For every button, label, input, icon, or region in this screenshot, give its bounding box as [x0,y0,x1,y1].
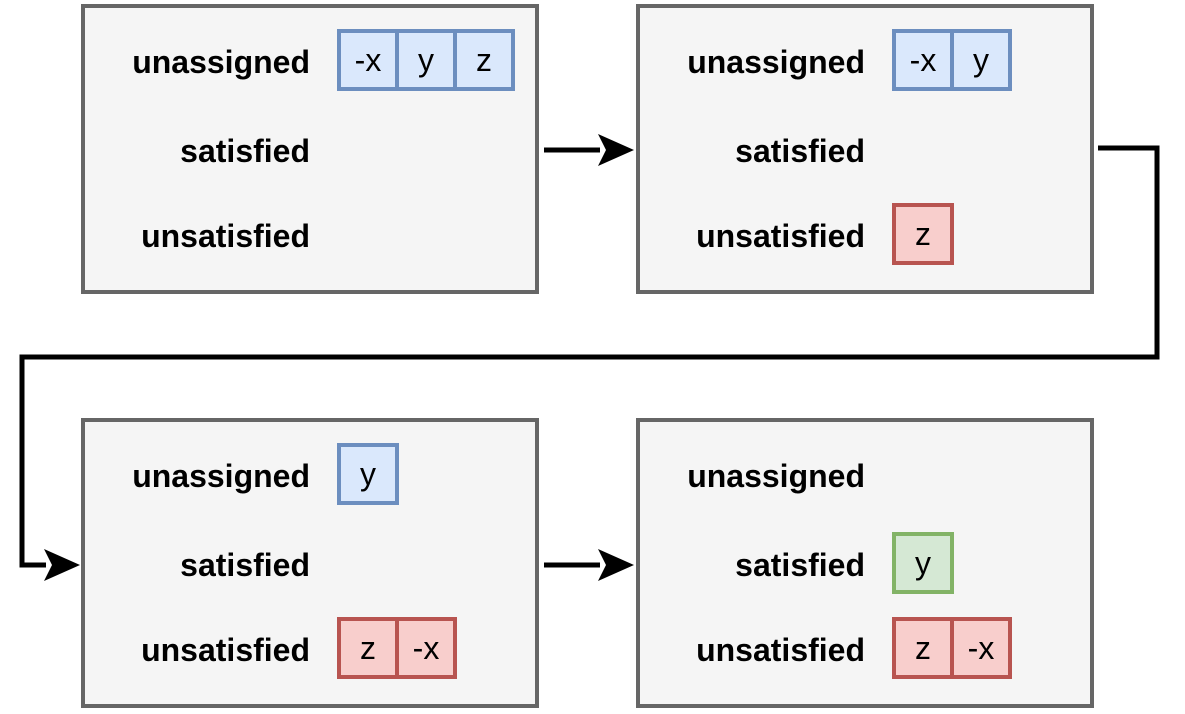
literal-cell: y [337,443,399,505]
unsatisfied-label: unsatisfied [141,218,310,254]
arrowhead-icon [598,134,634,166]
literal-cell: z [337,617,399,679]
arrow-state-2-to-state-3 [19,145,1160,581]
unassigned-literals: -x y [892,29,1012,95]
unassigned-row: unassigned y [85,443,535,509]
satisfied-label: satisfied [735,133,865,169]
unsatisfied-label: unsatisfied [696,218,865,254]
literal-cell: z [892,203,954,265]
unassigned-label: unassigned [687,44,865,80]
satisfied-row: satisfied y [640,532,1090,598]
arrowhead-icon [44,549,80,581]
unsatisfied-row: unsatisfied z -x [85,617,535,683]
literal-cell: y [892,532,954,594]
unsatisfied-label: unsatisfied [141,632,310,668]
satisfied-label: satisfied [180,547,310,583]
literal-cell: y [950,29,1012,91]
arrowhead-icon [598,549,634,581]
unassigned-label: unassigned [132,44,310,80]
unsatisfied-label: unsatisfied [696,632,865,668]
satisfied-row: satisfied [85,118,535,184]
satisfied-row: satisfied [85,532,535,598]
unassigned-literals: -x y z [337,29,515,95]
unassigned-row: unassigned -x y [640,29,1090,95]
literal-cell: -x [950,617,1012,679]
state-box-1: unassigned -x y z satisfied unsatisfied [81,4,539,294]
unsatisfied-row: unsatisfied [85,203,535,269]
unsatisfied-row: unsatisfied z [640,203,1090,269]
literal-cell: -x [395,617,457,679]
literal-cell: -x [337,29,399,91]
satisfied-literals: y [892,532,954,598]
state-box-3: unassigned y satisfied unsatisfied z -x [81,418,539,708]
literal-cell: y [395,29,457,91]
arrow-state-1-to-state-2 [544,134,634,166]
literal-cell: -x [892,29,954,91]
satisfied-label: satisfied [180,133,310,169]
unassigned-label: unassigned [132,458,310,494]
literal-cell: z [453,29,515,91]
unsatisfied-literals: z -x [892,617,1012,683]
literal-cell: z [892,617,954,679]
satisfied-row: satisfied [640,118,1090,184]
unassigned-row: unassigned [640,443,1090,509]
unassigned-literals: y [337,443,399,509]
state-box-4: unassigned satisfied y unsatisfied z -x [636,418,1094,708]
arrow-state-3-to-state-4 [544,549,634,581]
unassigned-row: unassigned -x y z [85,29,535,95]
state-box-2: unassigned -x y satisfied unsatisfied z [636,4,1094,294]
unsatisfied-literals: z -x [337,617,457,683]
unsatisfied-row: unsatisfied z -x [640,617,1090,683]
unassigned-label: unassigned [687,458,865,494]
unsatisfied-literals: z [892,203,954,269]
satisfied-label: satisfied [735,547,865,583]
